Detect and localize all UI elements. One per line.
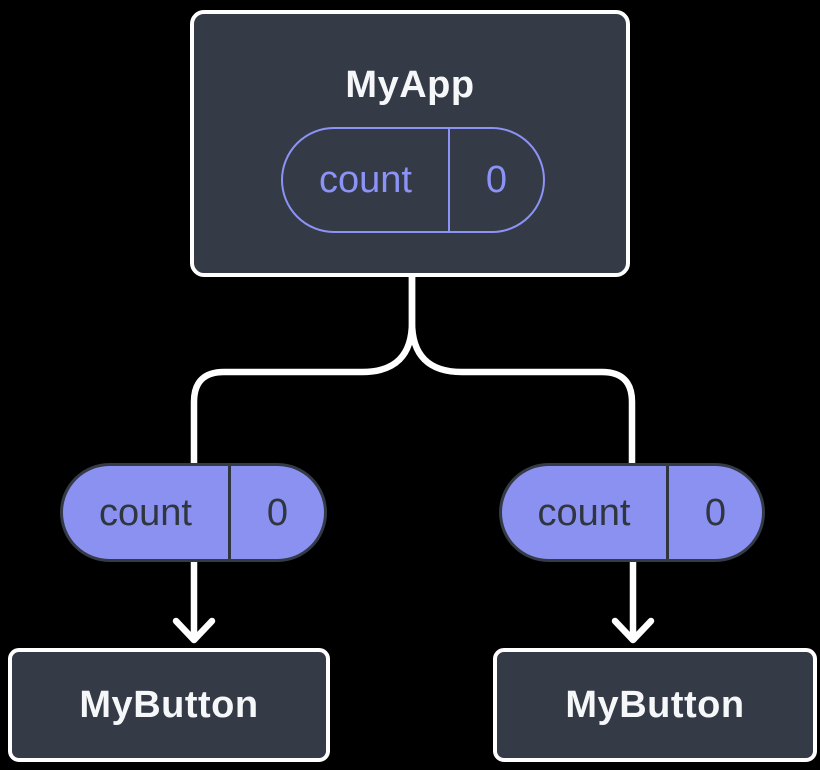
component-title-mybutton-left: MyButton [79,684,259,726]
component-box-myapp: MyApp count 0 [190,10,630,277]
state-pill-name: count [319,159,412,201]
prop-pill-right: count 0 [499,463,765,562]
component-title-mybutton-right: MyButton [565,684,745,726]
prop-pill-left-value: 0 [228,466,324,559]
prop-pill-right-value: 0 [666,466,762,559]
state-pill: count 0 [281,127,545,233]
prop-pill-right-name: count [537,491,631,534]
connector-branch-left [190,274,416,466]
connector-branch-right [408,274,636,466]
component-title-myapp: MyApp [345,64,475,106]
prop-pill-left: count 0 [60,463,327,562]
arrow-left-head [172,617,216,644]
component-box-mybutton-right: MyButton [493,648,817,762]
state-pill-value: 0 [448,129,543,231]
prop-pill-left-name: count [99,491,192,534]
component-box-mybutton-left: MyButton [8,648,330,762]
arrow-right-head [611,617,655,644]
